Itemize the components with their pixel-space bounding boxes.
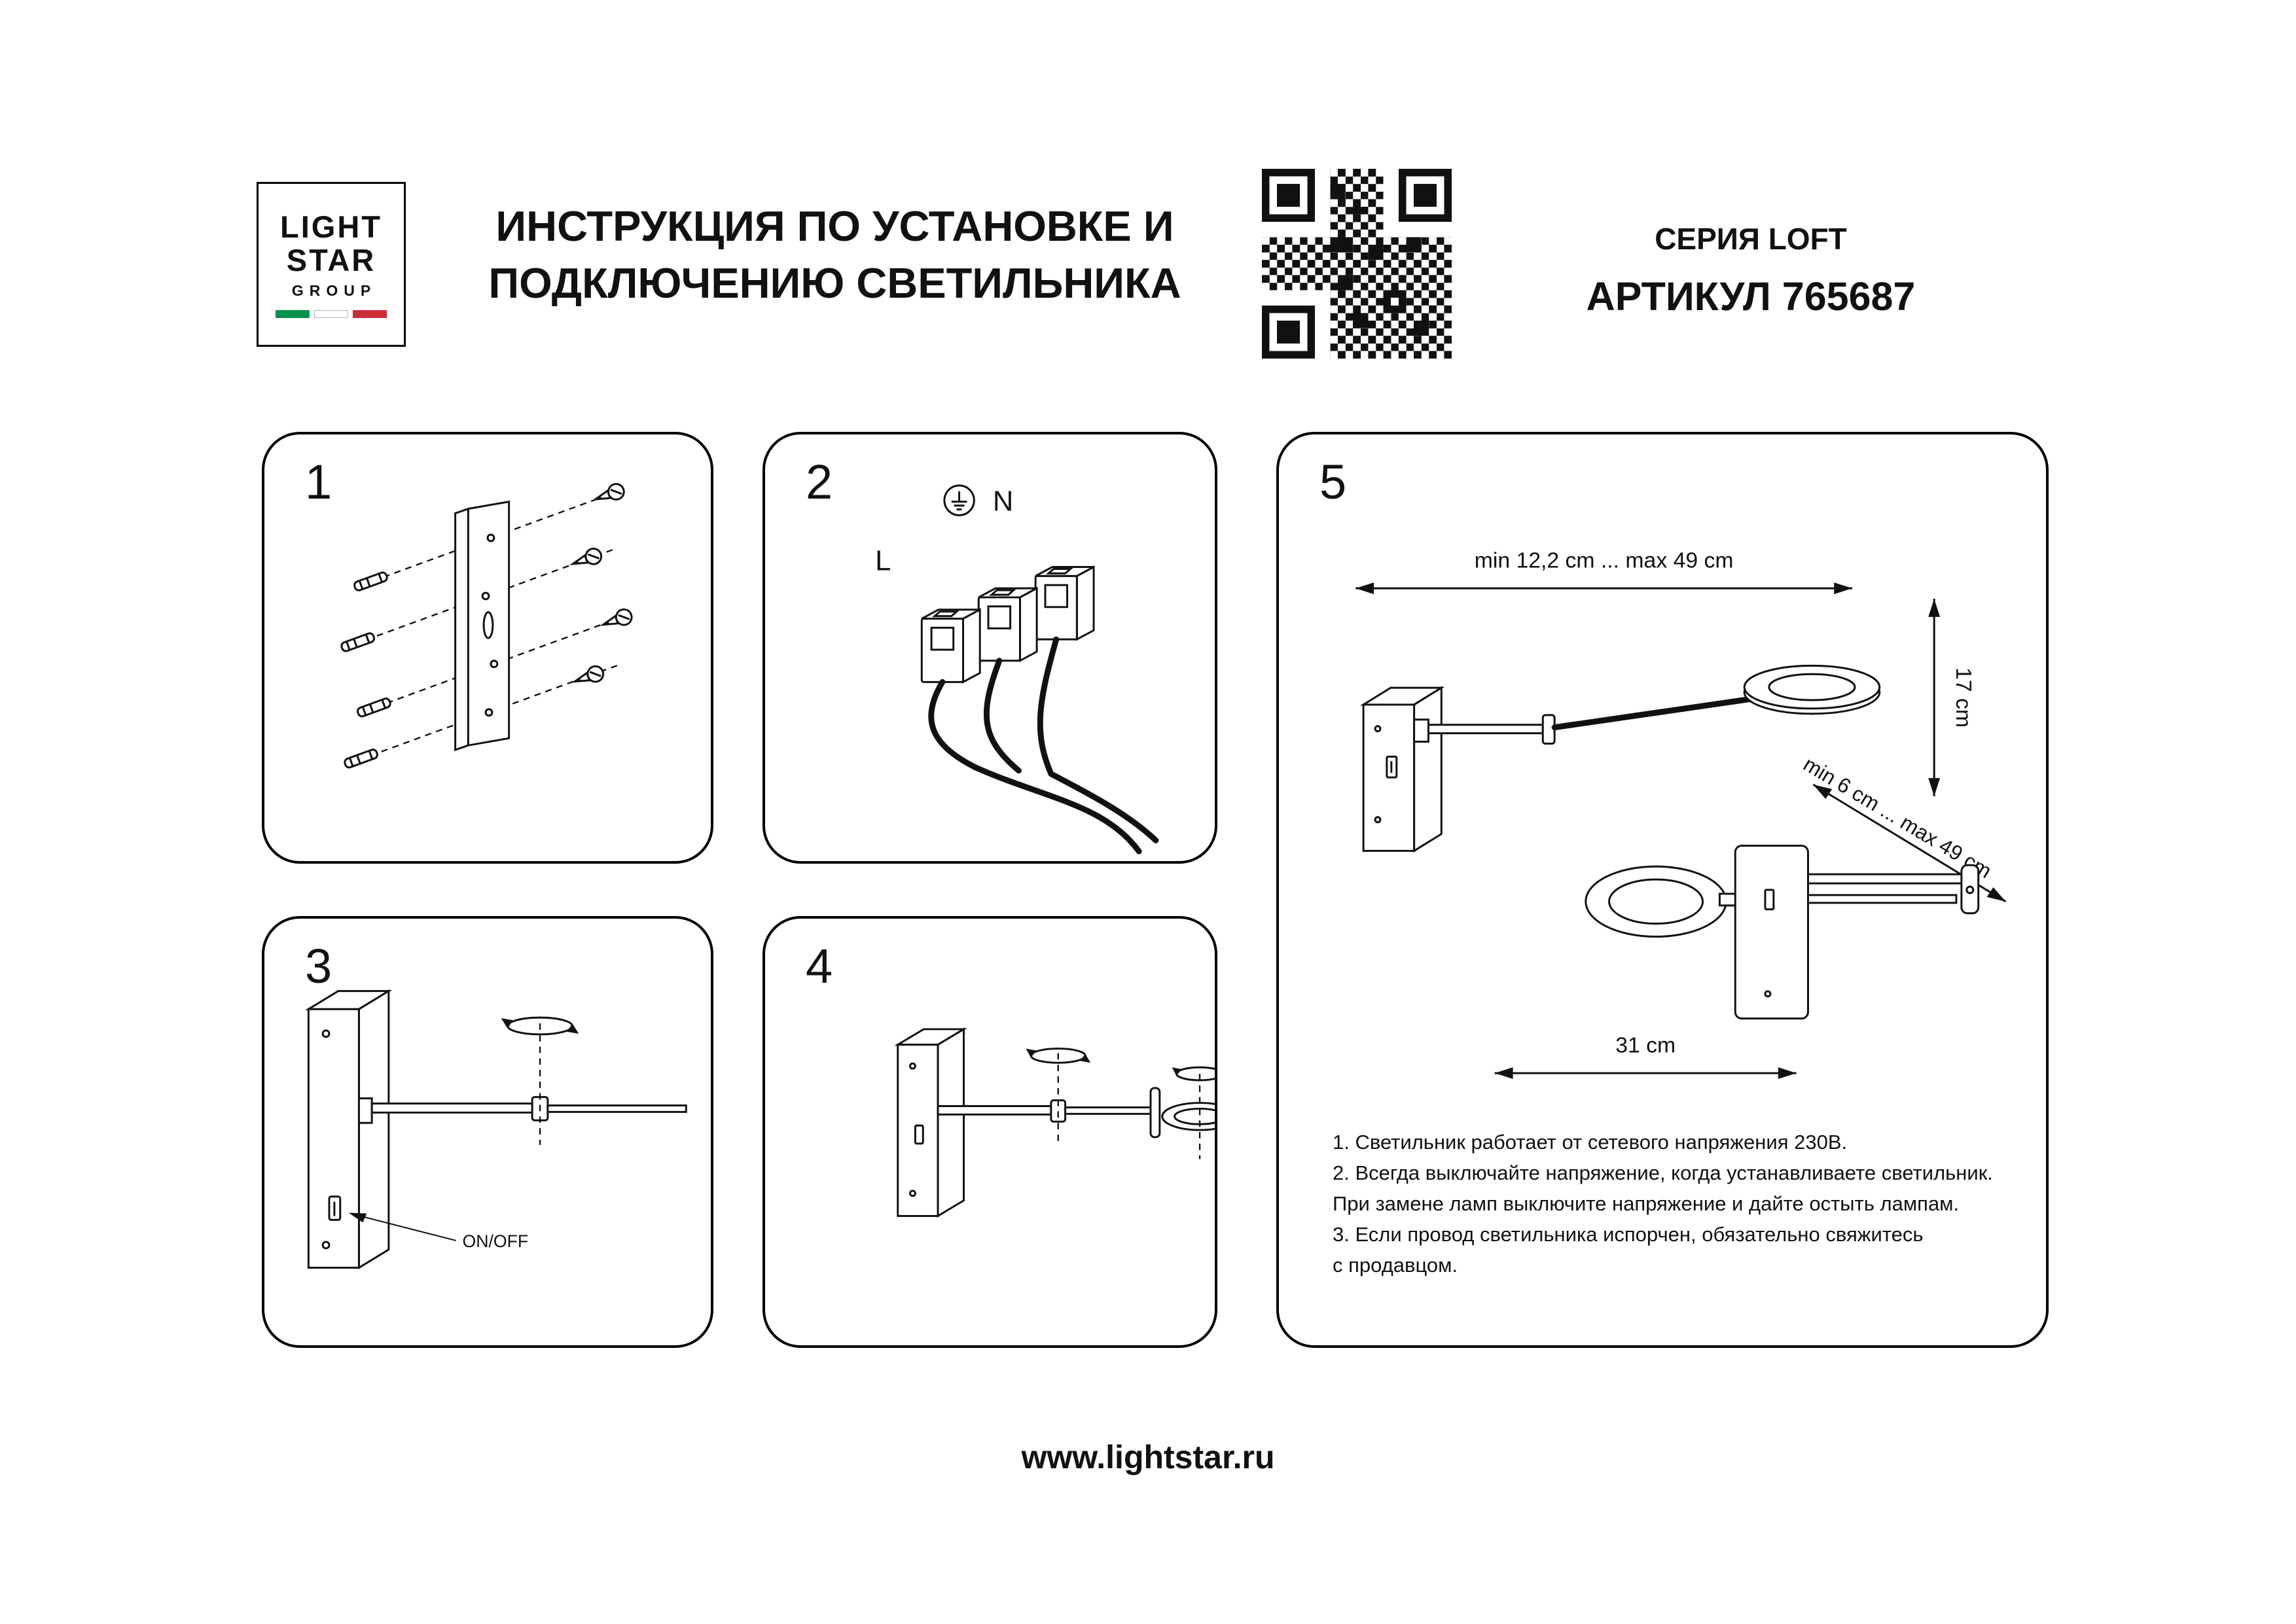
wall-anchor-icon <box>344 749 378 769</box>
rotation-axis <box>501 1016 579 1145</box>
side-view-lamp-head <box>1743 664 1881 715</box>
swivel-arm <box>357 1096 687 1124</box>
step5-dimensions-diagram: min 12,2 cm ... max 49 cm <box>1355 548 2007 1080</box>
swivel-arm <box>937 1087 1161 1139</box>
wall-anchor-icon <box>340 632 375 652</box>
dimension-label-diagonal: min 6 cm ... max 49 cm <box>1799 752 1996 883</box>
rotation-axis <box>1026 1048 1091 1146</box>
logo-line-light: LIGHT <box>280 209 382 244</box>
dimension-label-height: 17 cm <box>1951 667 1976 728</box>
mounting-plate <box>454 500 511 752</box>
step4-head-diagram <box>894 1027 1215 1218</box>
dimension-arrow-bottom <box>1494 1067 1797 1080</box>
screw-icon <box>592 483 625 501</box>
lightstar-logo: LIGHT STAR GROUP <box>257 182 406 347</box>
installation-step-3-panel: ON/OFF 3 <box>262 916 713 1348</box>
step-number: 4 <box>806 939 833 993</box>
page-title: ИНСТРУКЦИЯ ПО УСТАНОВКЕ И ПОДКЛЮЧЕНИЮ СВ… <box>424 198 1246 311</box>
italian-flag-bar <box>276 310 387 319</box>
dimension-label-top: min 12,2 cm ... max 49 cm <box>1475 548 1734 573</box>
top-view-arm <box>1806 864 1980 915</box>
supply-wires <box>928 636 1159 855</box>
safety-notes: 1. Светильник работает от сетевого напря… <box>1333 1127 2013 1280</box>
step-number: 3 <box>305 939 332 993</box>
flag-white-segment <box>314 310 348 319</box>
wall-anchor-icon <box>353 571 388 591</box>
logo-line-group: GROUP <box>291 282 377 300</box>
dimension-label-bottom: 31 cm <box>1615 1033 1676 1057</box>
terminal-label-n: N <box>993 486 1013 518</box>
step3-arm-diagram: ON/OFF <box>305 989 687 1270</box>
wall-anchor-icon <box>357 697 391 718</box>
page-title-line2: ПОДКЛЮЧЕНИЮ СВЕТИЛЬНИКА <box>488 259 1181 308</box>
logo-line-star: STAR <box>286 242 376 277</box>
note-line: 2. Всегда выключайте напряжение, когда у… <box>1333 1161 1993 1184</box>
screw-icon <box>600 608 633 626</box>
note-line: с продавцом. <box>1333 1254 1458 1277</box>
flag-red-segment <box>353 310 387 319</box>
installation-step-1-panel: 1 <box>262 432 713 864</box>
product-info: СЕРИЯ LOFT АРТИКУЛ 765687 <box>1525 221 1977 319</box>
terminal-label-l: L <box>875 545 891 576</box>
top-view-bracket <box>1718 844 1809 1020</box>
earth-ground-icon <box>943 484 975 516</box>
side-view-arm <box>1413 696 1755 745</box>
screw-icon <box>571 665 605 683</box>
flag-green-segment <box>276 310 310 319</box>
top-view-lamp-head <box>1585 865 1727 938</box>
lamp-head <box>1161 1102 1215 1131</box>
step-number: 1 <box>305 455 332 509</box>
page-title-line1: ИНСТРУКЦИЯ ПО УСТАНОВКЕ И <box>495 202 1174 250</box>
dimension-arrow-height <box>1928 599 1941 796</box>
head-rotation-axis <box>1172 1066 1215 1159</box>
website-url: www.lightstar.ru <box>1021 1439 1275 1475</box>
side-view-bracket <box>1359 686 1445 853</box>
wall-bracket <box>894 1027 967 1218</box>
note-line: 3. Если провод светильника испорчен, обя… <box>1333 1223 1924 1246</box>
product-series: СЕРИЯ LOFT <box>1655 222 1847 256</box>
installation-step-2-panel: N L <box>762 432 1217 864</box>
step-number: 5 <box>1319 455 1347 509</box>
step1-mounting-diagram <box>340 483 633 769</box>
note-line: При замене ламп выключите напряжение и д… <box>1333 1192 1960 1215</box>
qr-code <box>1262 169 1452 359</box>
dimensions-panel: min 12,2 cm ... max 49 cm <box>1276 432 2049 1348</box>
dimension-arrow-top <box>1355 582 1853 595</box>
installation-step-4-panel: 4 <box>762 916 1217 1348</box>
wall-bracket <box>305 989 393 1270</box>
terminal-block <box>920 565 1095 684</box>
onoff-label: ON/OFF <box>462 1231 528 1251</box>
product-article: АРТИКУЛ 765687 <box>1586 274 1916 319</box>
step-number: 2 <box>806 455 833 509</box>
screw-icon <box>569 548 603 565</box>
onoff-pointer <box>348 1212 456 1241</box>
step2-wiring-diagram: N L <box>875 484 1159 855</box>
note-line: 1. Светильник работает от сетевого напря… <box>1333 1131 1848 1154</box>
